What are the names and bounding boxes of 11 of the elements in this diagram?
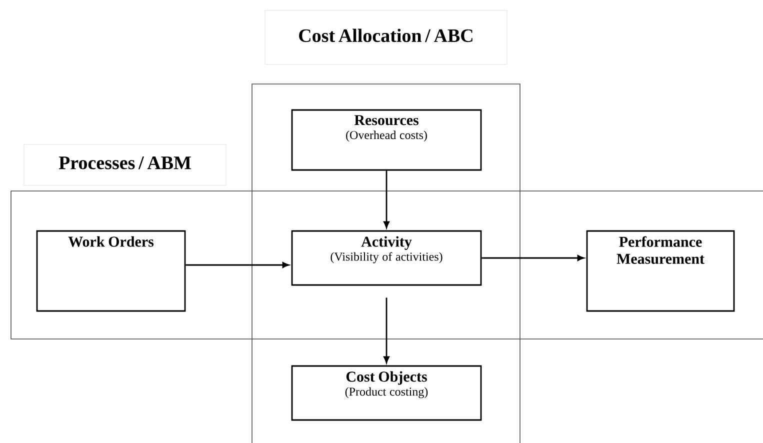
process-box: Cost Objects (Product costing) [291,365,482,421]
process-box: Work Orders [36,230,186,312]
band-heading: Processes / ABM [24,144,226,186]
arrow [482,255,584,261]
process-box: Resources (Overhead costs) [291,109,482,171]
process-box: Activity (Visibility of activities) [291,230,482,286]
arrow [384,298,390,364]
arrow [384,170,390,228]
band-heading: Cost Allocation / ABC [264,10,508,65]
process-box: Performance Measurement [586,230,735,312]
arrow [186,262,290,268]
